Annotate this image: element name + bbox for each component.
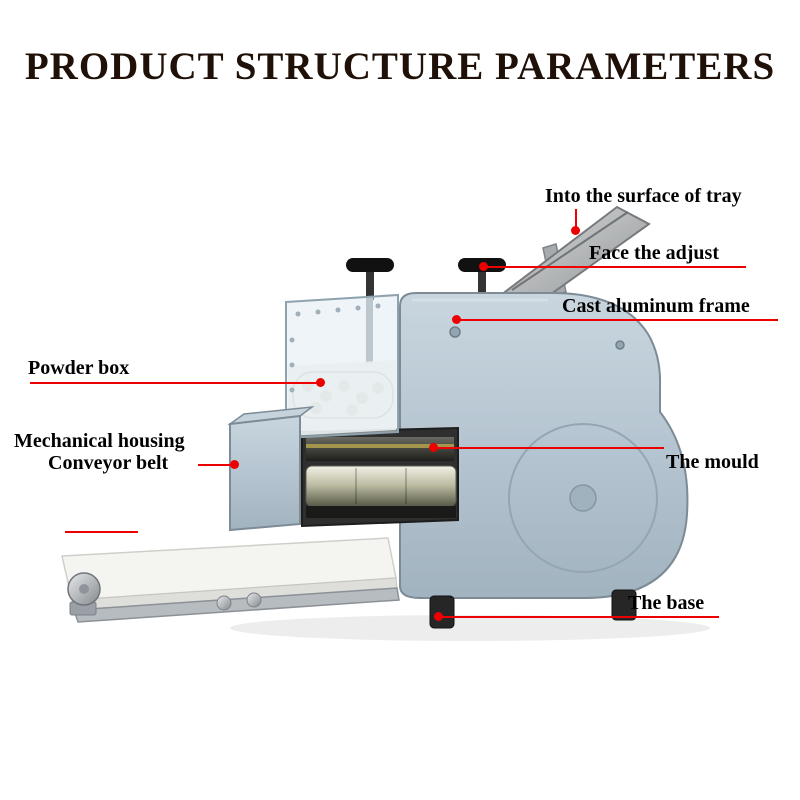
leader-line-powder-box xyxy=(30,382,320,384)
leader-line-tray xyxy=(575,209,577,229)
conveyor-belt xyxy=(61,537,400,623)
feed-tray xyxy=(494,205,651,304)
label-conveyor-belt: Conveyor belt xyxy=(48,452,169,474)
base-foot-rear xyxy=(611,589,637,621)
label-cast-aluminum-frame: Cast aluminum frame xyxy=(562,295,750,317)
marker-dot-mechanical-housing xyxy=(230,460,239,469)
label-the-base: The base xyxy=(628,592,705,614)
leader-line-conveyor-belt xyxy=(65,531,138,533)
mechanical-housing xyxy=(227,405,315,532)
marker-dot-powder-box xyxy=(316,378,325,387)
label-mechanical-housing: Mechanical housing xyxy=(14,430,185,452)
label-the-mould: The mould xyxy=(666,451,759,473)
leader-line-mould xyxy=(433,447,664,449)
label-face-the-adjust: Face the adjust xyxy=(589,242,719,264)
leader-line-frame xyxy=(456,319,778,321)
mould-rollers xyxy=(301,426,459,528)
marker-dot-adjust xyxy=(479,262,488,271)
adjust-knob-left xyxy=(346,258,394,300)
marker-dot-tray xyxy=(571,226,580,235)
page-title: PRODUCT STRUCTURE PARAMETERS xyxy=(24,45,776,88)
label-powder-box: Powder box xyxy=(28,357,130,379)
cast-aluminum-frame xyxy=(399,292,689,599)
leader-line-base xyxy=(438,616,719,618)
marker-dot-base xyxy=(434,612,443,621)
ground-shadow xyxy=(230,615,710,641)
marker-dot-mould xyxy=(429,443,438,452)
powder-box xyxy=(285,293,399,440)
label-into-surface-of-tray: Into the surface of tray xyxy=(545,185,742,207)
base-foot-front xyxy=(429,595,455,629)
marker-dot-frame xyxy=(452,315,461,324)
leader-line-mechanical-housing xyxy=(198,464,234,466)
leader-line-adjust xyxy=(483,266,746,268)
